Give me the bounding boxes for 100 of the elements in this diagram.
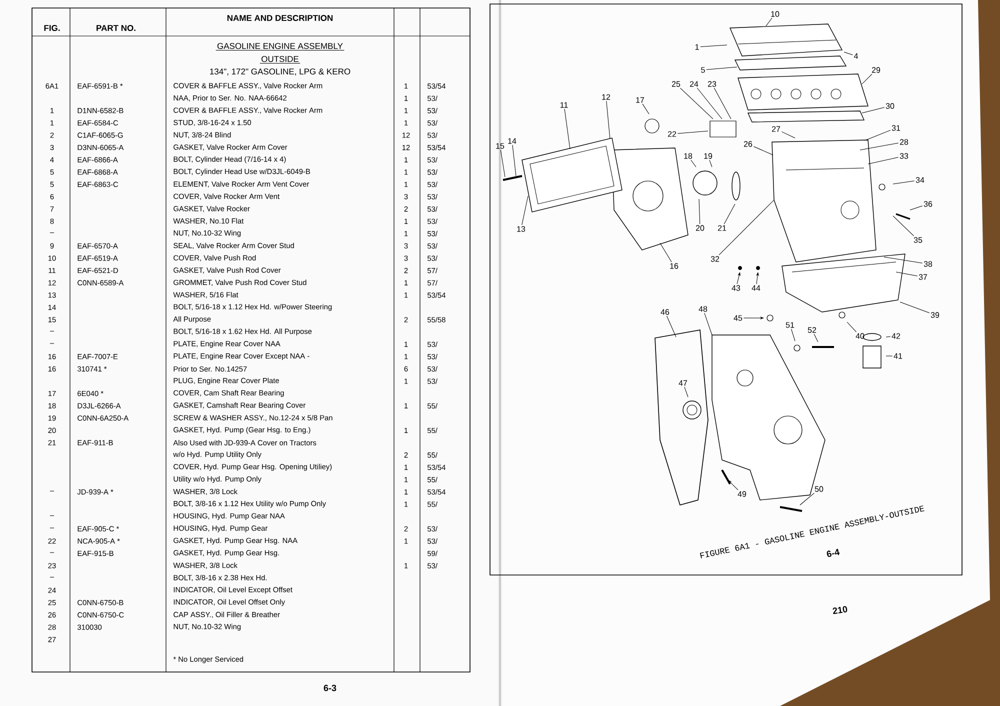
section-heading: OUTSIDE bbox=[260, 56, 300, 64]
leader-line bbox=[862, 107, 885, 114]
callout-number: 38 bbox=[924, 261, 932, 267]
leader-line bbox=[680, 88, 714, 120]
callout-number: 51 bbox=[786, 322, 794, 328]
page-number: 210 bbox=[832, 606, 848, 614]
callout-number: 11 bbox=[560, 102, 568, 108]
callout-number: 4 bbox=[854, 53, 858, 59]
leader-line bbox=[512, 144, 516, 176]
leader-line bbox=[736, 272, 740, 284]
leader-line bbox=[522, 196, 528, 226]
leader-line bbox=[860, 142, 899, 150]
column-header: FIG. bbox=[44, 24, 60, 31]
callout-number: 14 bbox=[508, 138, 516, 144]
callout-number: 48 bbox=[698, 306, 708, 312]
callout-number: 34 bbox=[916, 177, 924, 183]
callout-number: 52 bbox=[808, 327, 816, 333]
leader-line bbox=[781, 131, 796, 138]
section-heading: 134", 172" GASOLINE, LPG & KERO bbox=[210, 68, 350, 76]
leader-line bbox=[728, 480, 738, 490]
callout-number: 40 bbox=[856, 333, 864, 339]
callout-number: 37 bbox=[918, 274, 928, 280]
callout-number: 21 bbox=[718, 225, 726, 231]
callout-number: 44 bbox=[752, 285, 760, 291]
leader-line bbox=[606, 100, 610, 140]
leader-line bbox=[696, 88, 722, 120]
leader-line bbox=[677, 130, 708, 134]
leader-line bbox=[684, 386, 688, 398]
section-heading: GASOLINE ENGINE ASSEMBLY bbox=[216, 42, 344, 50]
callout-number: 12 bbox=[602, 94, 610, 100]
leader-line bbox=[724, 204, 736, 224]
callout-number: 32 bbox=[710, 256, 720, 262]
callout-number: 31 bbox=[892, 125, 900, 131]
callout-number: 1 bbox=[695, 44, 699, 50]
leader-line bbox=[743, 316, 764, 320]
callout-number: 29 bbox=[872, 67, 880, 73]
callout-number: 17 bbox=[636, 97, 644, 103]
callout-number: 46 bbox=[660, 309, 670, 315]
leader-line bbox=[564, 108, 570, 150]
callout-number: 28 bbox=[900, 139, 908, 145]
callout-number: 30 bbox=[886, 103, 894, 109]
leader-line bbox=[866, 130, 891, 140]
callout-number: 42 bbox=[892, 333, 900, 339]
callout-number: 36 bbox=[924, 201, 932, 207]
leader-line bbox=[753, 146, 774, 156]
callout-number: 23 bbox=[708, 81, 716, 87]
leader-line bbox=[718, 200, 774, 256]
callout-number: 15 bbox=[496, 143, 504, 149]
page-number: 6-3 bbox=[324, 684, 336, 692]
callout-number: 27 bbox=[772, 126, 780, 132]
callout-number: 41 bbox=[894, 353, 902, 359]
leader-line bbox=[896, 272, 918, 276]
callout-number: 5 bbox=[701, 67, 705, 73]
leader-line bbox=[892, 180, 915, 184]
leader-line bbox=[814, 334, 818, 342]
leader-line bbox=[690, 160, 696, 168]
callout-number: 25 bbox=[672, 81, 680, 87]
leader-line bbox=[862, 74, 872, 84]
leader-line bbox=[700, 44, 728, 47]
callout-number: 39 bbox=[930, 312, 940, 318]
column-header: NAME AND DESCRIPTION bbox=[227, 14, 333, 21]
leader-line bbox=[800, 492, 814, 506]
leader-line bbox=[756, 272, 759, 284]
callout-number: 35 bbox=[914, 237, 922, 243]
leader-line bbox=[791, 328, 796, 342]
leader-line bbox=[709, 160, 712, 168]
callout-number: 18 bbox=[684, 153, 692, 159]
callout-number: 33 bbox=[900, 153, 908, 159]
leader-line bbox=[714, 88, 732, 120]
callout-number: 13 bbox=[517, 226, 526, 232]
callout-number: 49 bbox=[738, 491, 746, 497]
callout-number: 10 bbox=[771, 11, 780, 17]
callout-number: 47 bbox=[678, 380, 688, 386]
leader-line bbox=[500, 150, 506, 178]
callout-number: 43 bbox=[732, 285, 740, 291]
leader-line bbox=[910, 206, 923, 210]
callout-number: 22 bbox=[668, 131, 676, 137]
callout-number: 45 bbox=[734, 315, 742, 321]
callout-number: 50 bbox=[814, 486, 824, 492]
leader-line bbox=[642, 104, 650, 114]
leader-line bbox=[766, 18, 772, 26]
column-header: PART NO. bbox=[96, 24, 136, 31]
page-number: 6-4 bbox=[826, 548, 840, 557]
leader-line bbox=[886, 336, 891, 338]
leader-line bbox=[698, 198, 700, 224]
callout-number: 24 bbox=[690, 81, 698, 87]
leader-line bbox=[900, 302, 930, 314]
callout-number: 20 bbox=[696, 225, 704, 231]
leader-line bbox=[706, 66, 738, 70]
leader-line bbox=[666, 316, 676, 338]
leader-line bbox=[884, 256, 923, 264]
leader-line bbox=[844, 52, 853, 56]
leader-line bbox=[868, 157, 899, 164]
leader-line bbox=[660, 242, 672, 262]
leader-line bbox=[846, 322, 857, 332]
leader-line bbox=[892, 216, 914, 236]
leader-line bbox=[704, 312, 712, 336]
callout-number: 26 bbox=[744, 141, 752, 147]
callout-number: 19 bbox=[704, 153, 712, 159]
callout-number: 16 bbox=[670, 263, 678, 269]
